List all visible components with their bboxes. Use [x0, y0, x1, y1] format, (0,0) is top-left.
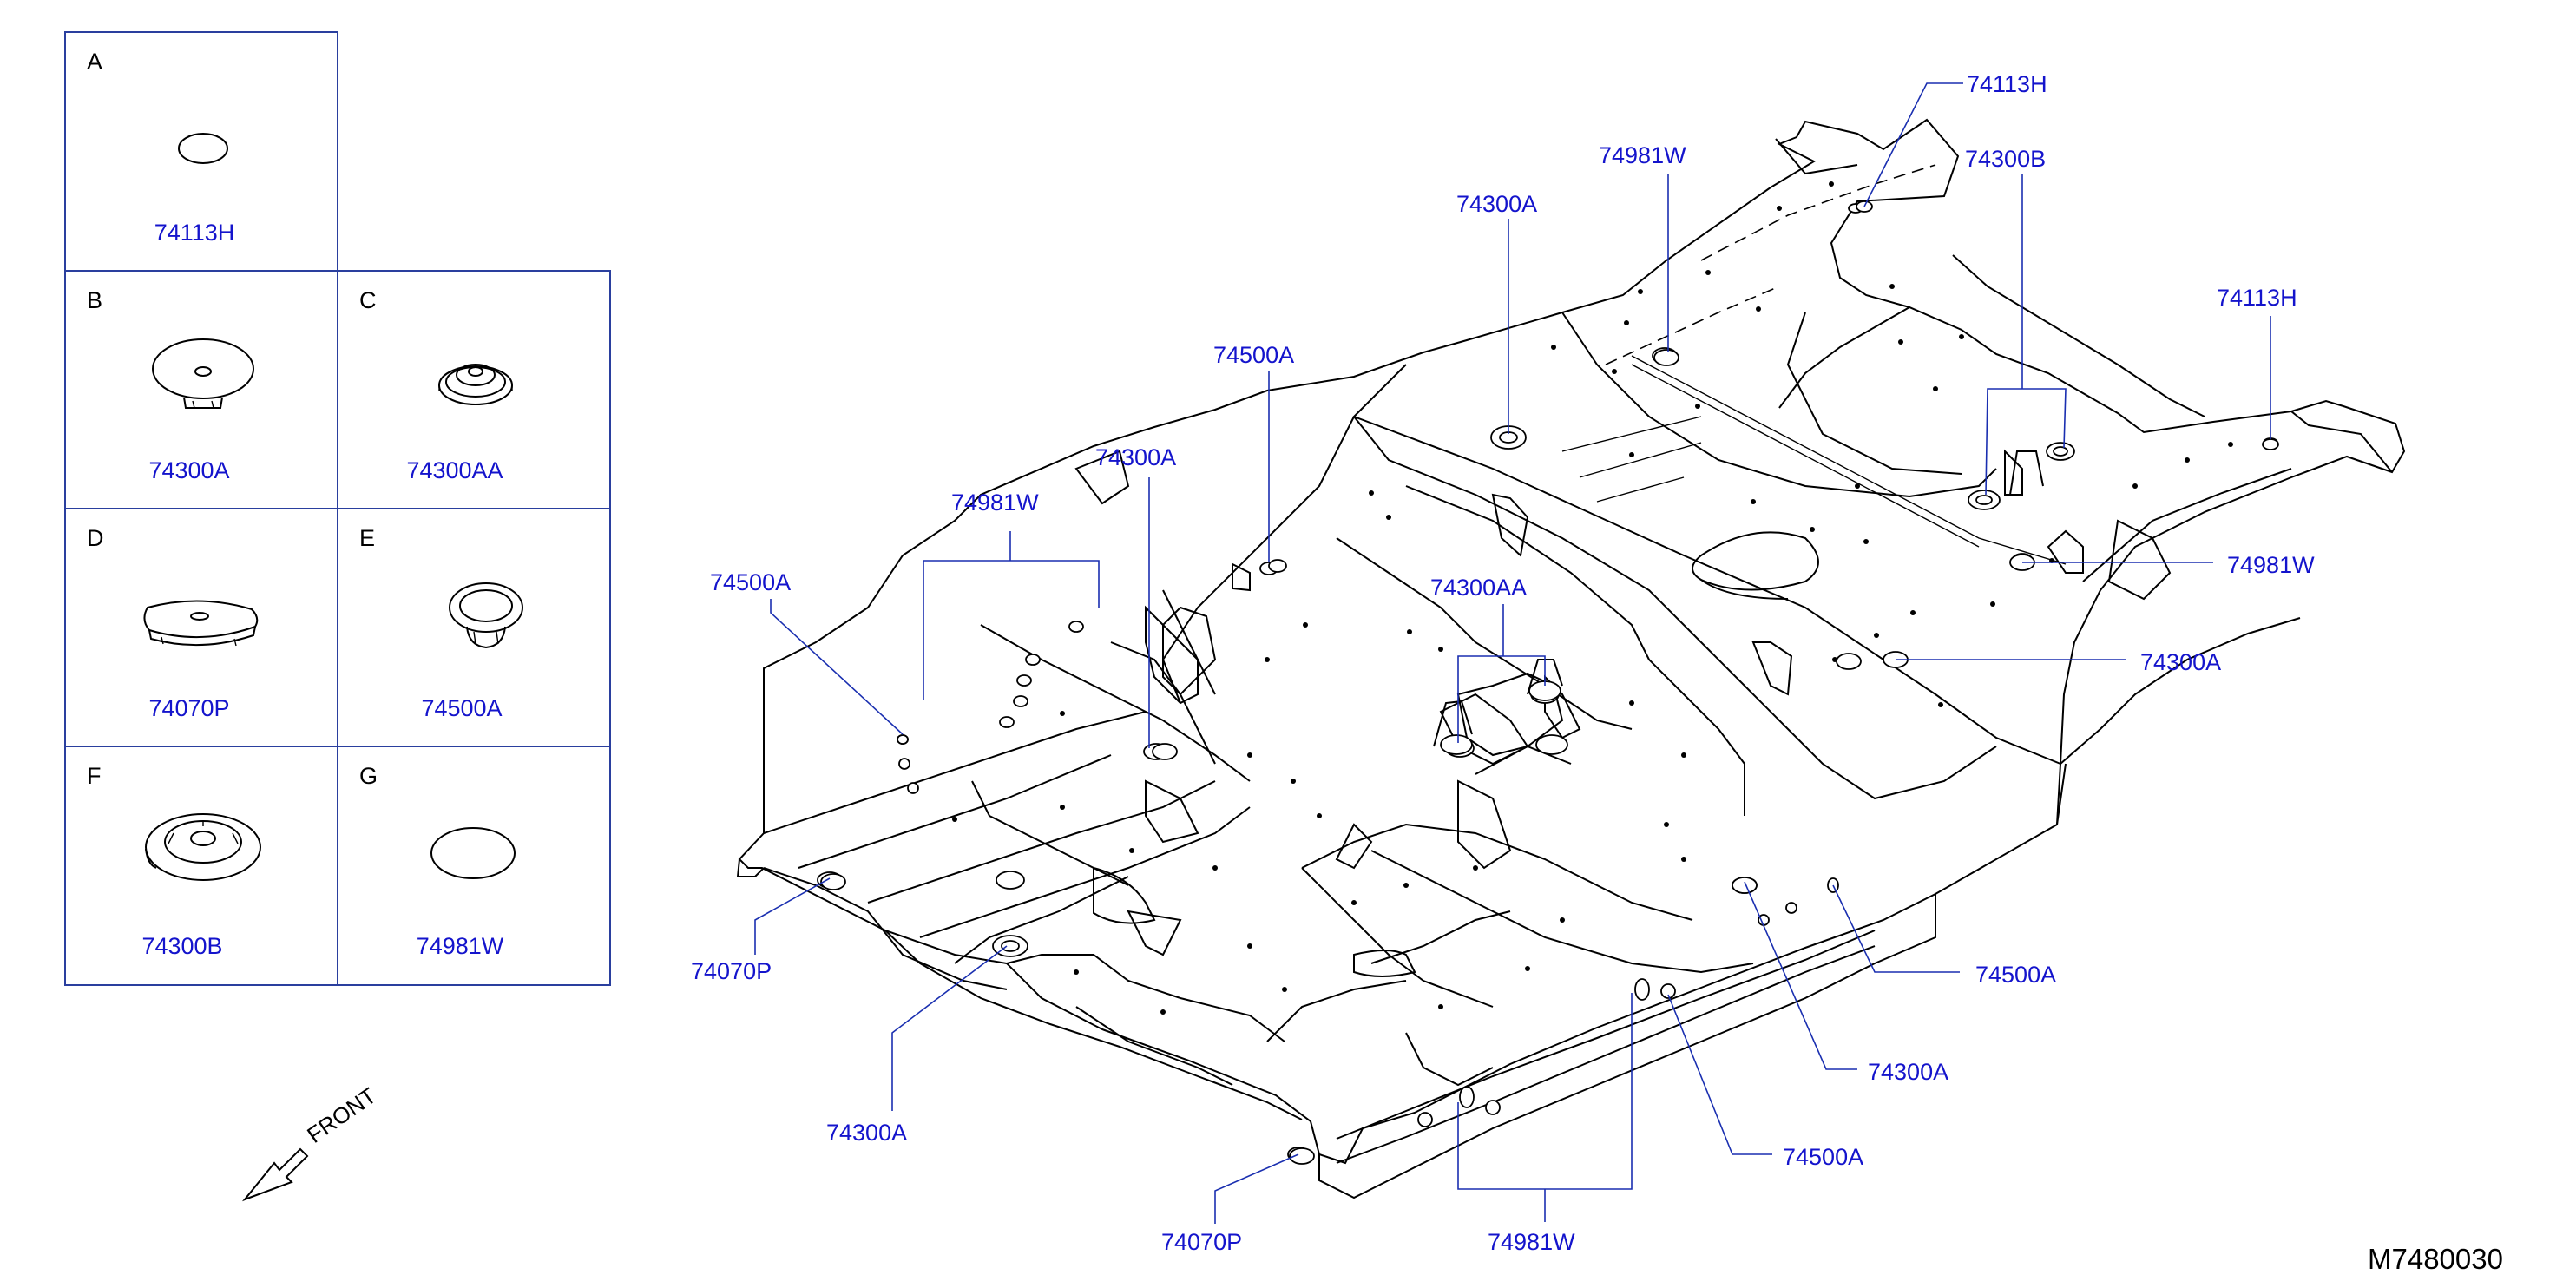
legend-cell-c: C 74300AA: [359, 287, 513, 483]
legend-letter-g: G: [359, 763, 378, 789]
callout-74500a-lower: 74500A: [1783, 1144, 1863, 1170]
callout-74300a-right: 74300A: [2140, 649, 2221, 675]
callout-74300a-left: 74300A: [1095, 444, 1176, 470]
callout-74300a-lower-left: 74300A: [826, 1120, 907, 1146]
callout-labels: 74113H 74981W 74300B 74300A 74113H 74500…: [691, 71, 2315, 1255]
legend-cell-f: F 74300B: [87, 763, 261, 959]
front-arrow-icon: [241, 1147, 309, 1202]
front-label: FRONT: [302, 1082, 381, 1148]
legend-cell-e: E 74500A: [359, 525, 523, 721]
plug-74300a-icon: [152, 338, 254, 409]
callout-74500a-right: 74500A: [1975, 962, 2056, 988]
callout-74981w-right: 74981W: [2227, 552, 2315, 578]
legend-part-c: 74300AA: [406, 457, 503, 483]
plug-74070p-icon: [143, 600, 259, 647]
callout-74981w-bottom: 74981W: [1488, 1229, 1575, 1255]
legend-part-f: 74300B: [141, 933, 222, 959]
legend-part-g: 74981W: [417, 933, 504, 959]
callout-74500a-left: 74500A: [710, 569, 791, 595]
parts-legend-table: A 74113H B 74300A C 74: [64, 31, 611, 986]
legend-cell-g: G 74981W: [359, 763, 516, 959]
legend-cell-a: A 74113H: [87, 49, 234, 246]
legend-letter-d: D: [87, 525, 104, 551]
leader-lines: [754, 82, 2271, 1224]
plug-74113h-icon: [178, 133, 228, 164]
callout-74070p-bottom: 74070P: [1161, 1229, 1242, 1255]
legend-letter-b: B: [87, 287, 102, 313]
legend-part-d: 74070P: [148, 695, 229, 721]
legend-part-a: 74113H: [154, 220, 235, 246]
legend-part-e: 74500A: [421, 695, 502, 721]
callout-74981w-left: 74981W: [951, 490, 1039, 516]
floor-dots: [952, 181, 2233, 1015]
callout-74070p-left: 74070P: [691, 958, 772, 984]
legend-letter-e: E: [359, 525, 375, 551]
callout-74300a-upper: 74300A: [1456, 191, 1537, 217]
legend-letter-f: F: [87, 763, 102, 789]
plug-74500a-icon: [449, 582, 523, 649]
legend-letter-c: C: [359, 287, 377, 313]
callout-74300b: 74300B: [1965, 146, 2046, 172]
plug-74981w-icon: [430, 827, 516, 879]
callout-74113h-right: 74113H: [2217, 285, 2297, 311]
plug-74300b-icon: [145, 813, 261, 881]
legend-letter-a: A: [87, 49, 102, 75]
drawing-code: M7480030: [2368, 1243, 2503, 1275]
floor-panel-drawing: [736, 118, 2406, 1199]
callout-74500a-upper: 74500A: [1213, 342, 1294, 368]
callout-74113h-top: 74113H: [1967, 71, 2047, 97]
legend-part-b: 74300A: [148, 457, 229, 483]
callout-74300a-lower-right: 74300A: [1868, 1059, 1948, 1085]
callout-74300aa: 74300AA: [1430, 575, 1527, 601]
plug-74300aa-icon: [438, 364, 513, 405]
callout-74981w-top: 74981W: [1599, 142, 1686, 168]
legend-cell-d: D 74070P: [87, 525, 259, 721]
front-direction-indicator: FRONT: [241, 1082, 381, 1202]
legend-cell-b: B 74300A: [87, 287, 254, 483]
